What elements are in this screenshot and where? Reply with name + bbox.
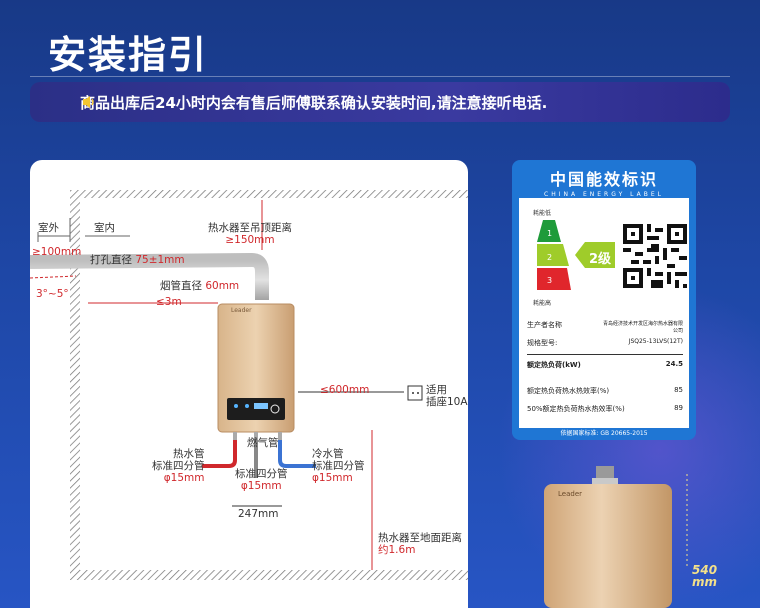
max-length-label: ≤3m [156,296,182,308]
notice-banner: 商品出库后24小时内会有售后师傅联系确认安装时间,请注意接听电话. [30,82,730,122]
ceiling [70,190,468,198]
half-efficiency-row: 50%额定热负荷热水热效率(%)89 [527,404,683,413]
floor-distance-label: 热水器至地面距离约1.6m [378,532,462,557]
water-heater-photo [544,466,688,608]
grade-value: 2级 [589,252,612,267]
wall [70,198,80,570]
power-socket-icon [407,385,423,401]
outdoor-distance-label: ≥100mm [32,246,82,258]
energy-label-card: 中国能效标识 CHINA ENERGY LABEL 耗能低 1 2 3 2级 耗… [512,160,696,440]
page-title: 安装指引 [48,33,209,77]
pipe-spacing-label: 247mm [238,508,279,520]
photo-brand: Leader [558,490,583,498]
energy-label-standard: 依据国家标准: GB 20665-2015 [560,430,648,437]
floor [70,570,468,580]
slope-angle-label: 3°~5° [36,288,69,300]
installation-diagram: 室外 室内 ≥100mm 3°~5° 打孔直径 75±1mm 烟管直径 60mm… [30,160,468,608]
flue-diameter-label: 烟管直径 60mm [160,280,240,292]
title-divider [30,76,730,77]
high-consumption-label: 耗能高 [533,300,552,307]
gas-pipe-label: 燃气管 [247,437,279,449]
cold-water-pipe [278,432,316,468]
socket-distance-label: ≤600mm [320,384,370,396]
heater-brand: Leader [231,307,252,314]
svg-text:1: 1 [547,229,552,238]
hole-diameter-label: 打孔直径 75±1mm [90,254,185,266]
flue-pipe [30,252,269,300]
hot-water-pipe [202,432,237,468]
indoor-label: 室内 [94,222,115,234]
energy-label-body: 耗能低 1 2 3 2级 耗能高 生产者名称青岛经济技术开发区海尔热水器有限公司… [519,198,689,428]
energy-label-title: 中国能效标识 [549,170,658,189]
qr-code-icon [623,224,687,288]
ceiling-distance-label: 热水器至吊顶距离≥150mm [208,222,292,247]
model-row: 规格型号:JSQ25-13LVS(12T) [527,338,683,347]
outdoor-label: 室外 [38,222,59,234]
notice-text: 商品出库后24小时内会有售后师傅联系确认安装时间,请注意接听电话. [80,93,548,112]
socket-label: 适用插座10A [426,384,468,409]
svg-text:2: 2 [547,253,552,262]
rated-efficiency-row: 额定热负荷热水热效率(%)85 [527,386,683,395]
grade-arrow [575,242,615,268]
rated-load-row: 额定热负荷(kW)24.5 [527,360,683,369]
efficiency-scale: 1 2 3 [537,220,571,290]
svg-text:3: 3 [547,276,552,285]
speaker-icon [83,96,94,108]
diagram-drawing [30,190,468,580]
energy-label-subtitle: CHINA ENERGY LABEL [544,191,664,198]
low-consumption-label: 耗能低 [533,210,552,217]
producer-row: 生产者名称青岛经济技术开发区海尔热水器有限公司 [527,321,683,334]
